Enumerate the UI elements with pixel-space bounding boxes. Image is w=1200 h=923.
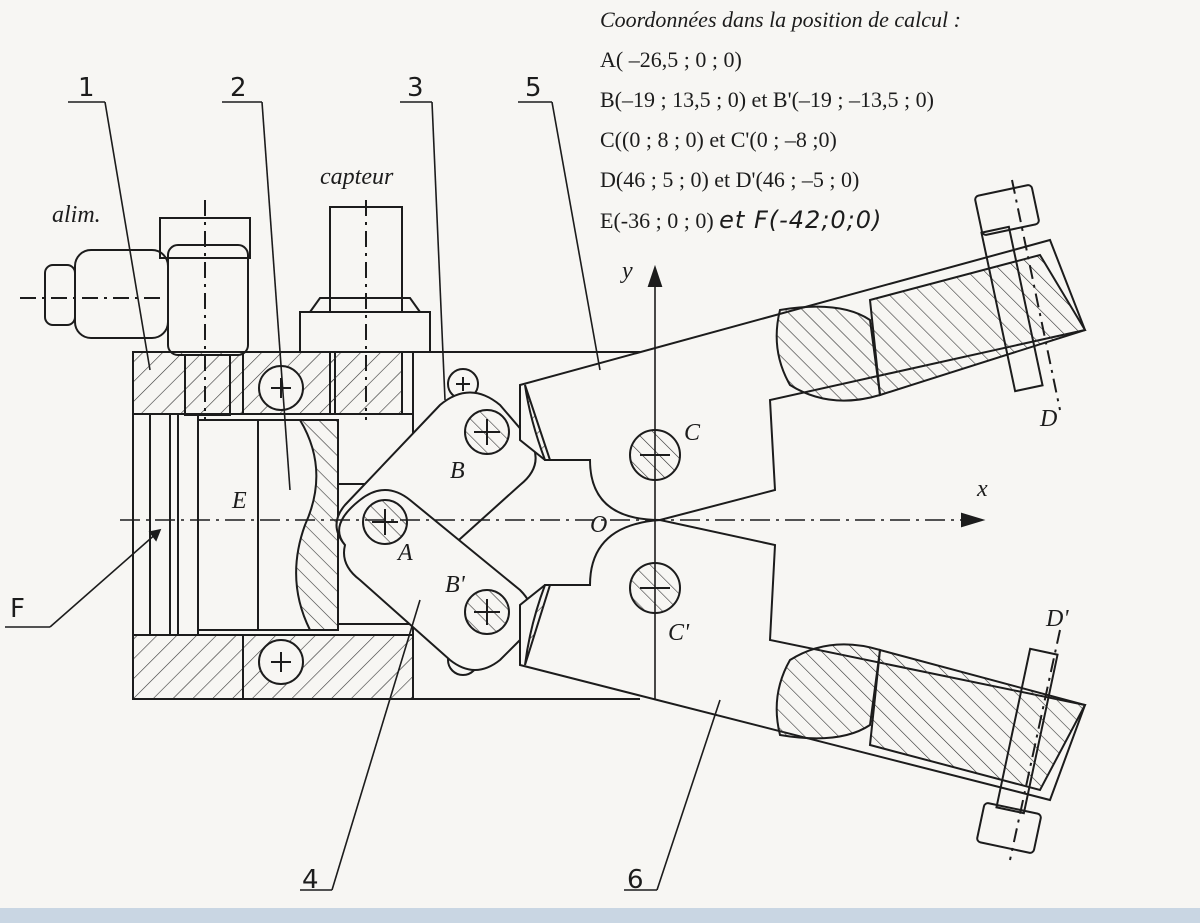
- supply-fitting: [20, 200, 251, 420]
- pin-B-prime: [464, 589, 510, 635]
- coordinate-line-E: E(-36 ; 0 ; 0) et F(-42;0;0): [600, 200, 1160, 241]
- label-A: A: [396, 540, 413, 566]
- leader-lines: [5, 101, 721, 891]
- sensor: [299, 200, 431, 420]
- part-number-1: 1: [78, 73, 95, 103]
- part-number-6: 6: [627, 865, 644, 895]
- label-E: E: [231, 488, 247, 514]
- scan-edge: [0, 908, 1200, 923]
- label-alim: alim.: [52, 202, 101, 228]
- handwritten-F-coordinate: et F(-42;0;0): [719, 206, 883, 234]
- label-O: O: [590, 512, 607, 538]
- jaw-lower: [519, 518, 1087, 802]
- label-D-prime: D': [1045, 606, 1069, 632]
- label-y-axis: y: [620, 258, 633, 284]
- label-F: F: [10, 594, 25, 624]
- axes: [120, 264, 986, 700]
- part-number-4: 4: [302, 865, 319, 895]
- part-number-5: 5: [525, 73, 542, 103]
- coordinates-panel: Coordonnées dans la position de calcul :…: [600, 0, 1160, 241]
- coordinate-line-C: C((0 ; 8 ; 0) et C'(0 ; –8 ;0): [600, 127, 837, 152]
- label-x-axis: x: [976, 476, 988, 502]
- screw-D: [974, 179, 1061, 411]
- label-C: C: [684, 420, 701, 446]
- coordinates-heading: Coordonnées dans la position de calcul :: [600, 7, 961, 32]
- coordinate-E: E(-36 ; 0 ; 0): [600, 208, 714, 233]
- pin-A: [362, 499, 408, 545]
- part-number-2: 2: [230, 73, 247, 103]
- label-C-prime: C': [668, 620, 690, 646]
- coordinate-line-A: A( –26,5 ; 0 ; 0): [600, 47, 742, 72]
- body-pin-bottom: [258, 639, 304, 685]
- label-capteur: capteur: [320, 164, 394, 190]
- coordinate-line-D: D(46 ; 5 ; 0) et D'(46 ; –5 ; 0): [600, 167, 860, 192]
- label-D: D: [1039, 406, 1057, 432]
- coordinate-line-B: B(–19 ; 13,5 ; 0) et B'(–19 ; –13,5 ; 0): [600, 87, 934, 112]
- label-B-prime: B': [445, 572, 466, 598]
- jaw-upper: [519, 238, 1087, 522]
- screw-D-prime: [976, 629, 1061, 861]
- pin-B: [464, 409, 510, 455]
- label-B: B: [450, 458, 465, 484]
- part-number-3: 3: [407, 73, 424, 103]
